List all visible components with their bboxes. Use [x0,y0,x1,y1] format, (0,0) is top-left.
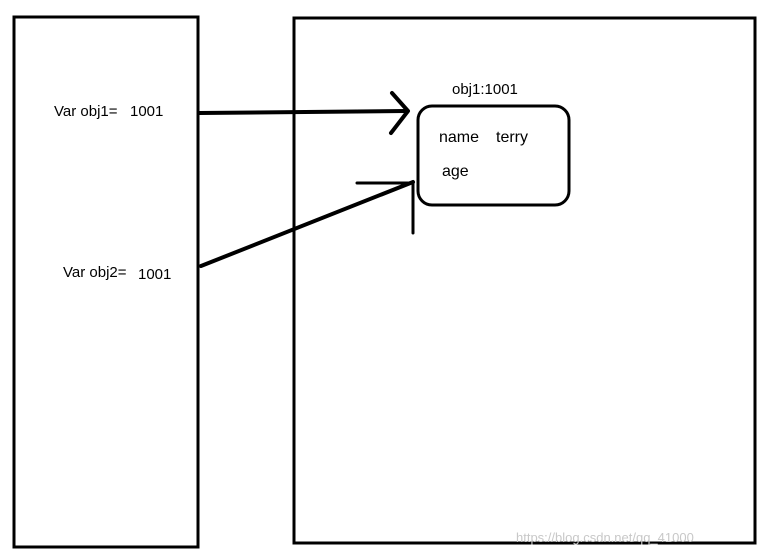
stack-var2-value: 1001 [138,266,172,283]
stack-var1-label: Var obj1= [54,103,118,120]
watermark: https://blog.csdn.net/qq_41000 [516,530,694,545]
heap-object-title: obj1:1001 [452,81,518,98]
prop-name-key: name [439,129,480,146]
prop-name-value: terry [496,129,528,146]
stack-var2-label: Var obj2= [63,264,127,281]
prop-age-key: age [442,163,469,180]
reference-arrow-obj2 [199,180,415,268]
heap-object-box [416,104,571,207]
stack-panel [12,15,200,549]
heap-panel [292,16,757,545]
stack-var1-value: 1001 [130,103,164,120]
reference-arrow-obj1 [197,91,410,135]
